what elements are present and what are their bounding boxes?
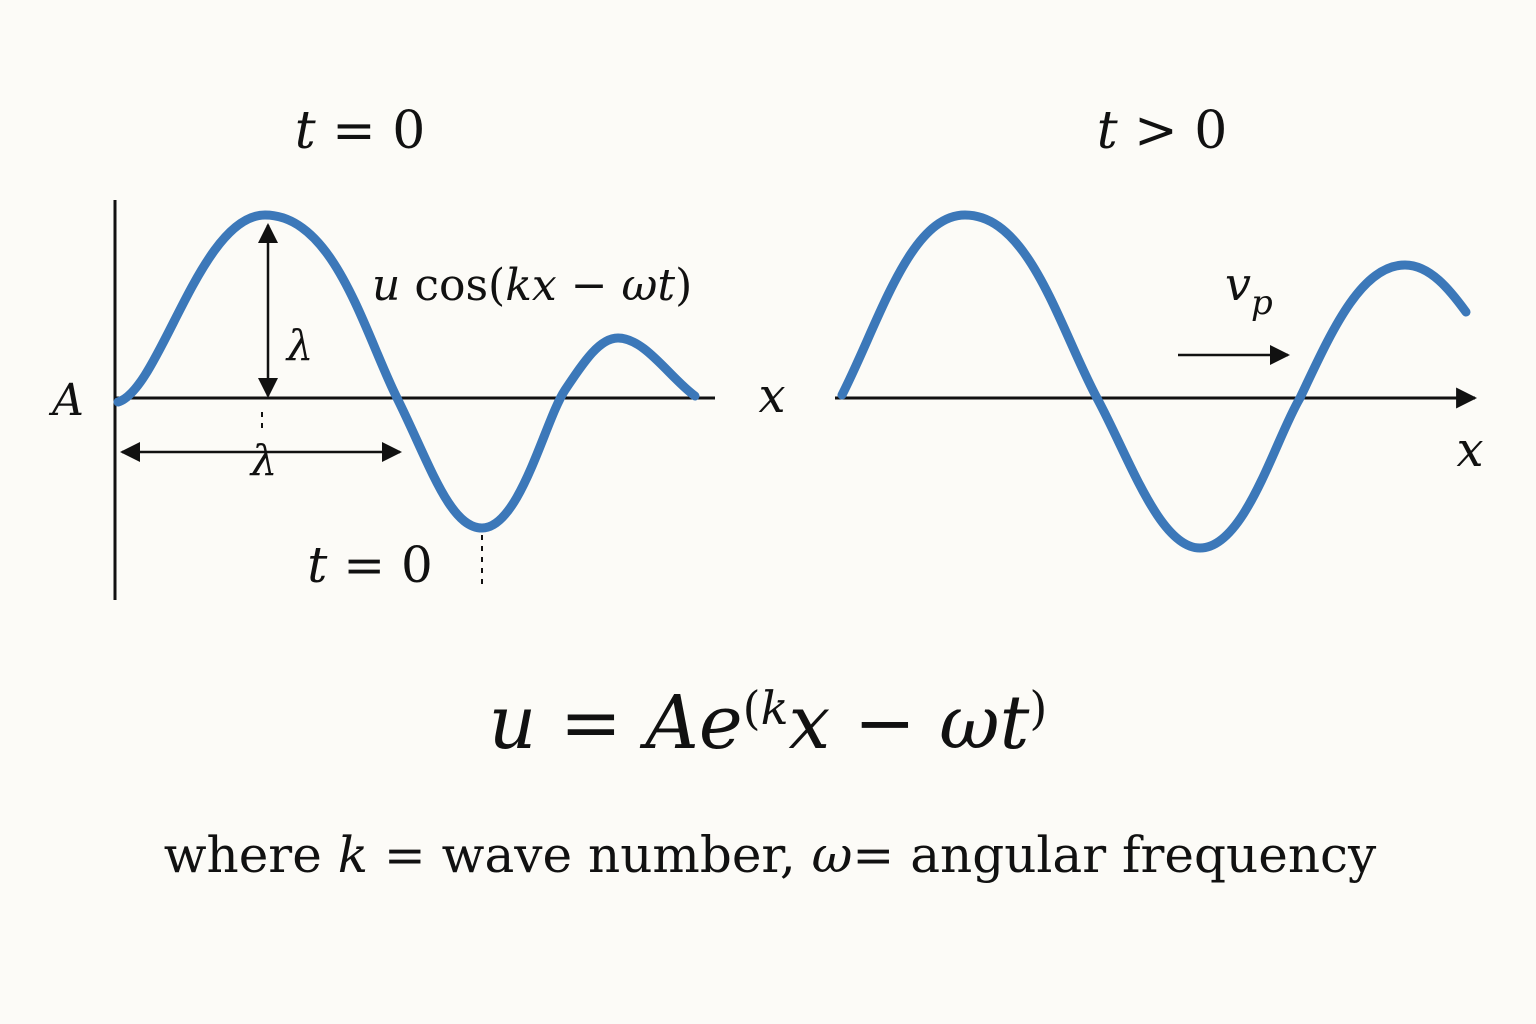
left-bottom-label: t = 0 [307, 536, 433, 594]
right-title: t > 0 [1097, 101, 1228, 161]
caption: where k = wave number, ω= angular freque… [164, 826, 1377, 884]
cosine-expression: u cos(kx − ωt) [372, 260, 692, 311]
left-panel: t = 0 u cos(kx − ωt) A λ λ x t = 0 [48, 101, 786, 600]
left-title: t = 0 [295, 101, 426, 161]
phase-velocity-label: vp [1225, 257, 1273, 323]
main-equation: u = Ae(kx − ωt) [489, 680, 1048, 766]
height-lambda-label: λ [285, 321, 314, 370]
right-x-label: x [1456, 422, 1483, 478]
right-wave-curve [837, 210, 1471, 553]
right-panel: t > 0 vp x [835, 101, 1484, 553]
amplitude-axis-label: A [48, 375, 84, 426]
width-lambda-label: λ [249, 436, 278, 485]
left-x-label: x [758, 368, 785, 424]
left-wave-curve [113, 210, 700, 533]
